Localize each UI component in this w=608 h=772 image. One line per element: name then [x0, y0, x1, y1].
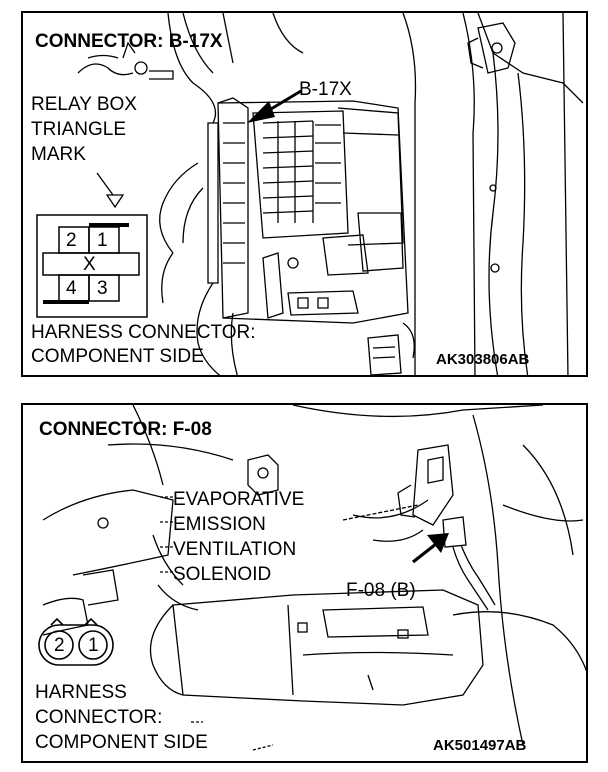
- harness-label-line-2: COMPONENT SIDE: [31, 346, 204, 367]
- relay-box-label-line-3: MARK: [31, 144, 86, 165]
- pin-1-label: 1: [88, 635, 99, 656]
- relay-box-illustration: [36, 13, 584, 375]
- pin-4-label: 4: [66, 278, 77, 299]
- pin-1-label: 1: [97, 230, 108, 251]
- connector-title: CONNECTOR: B-17X: [35, 31, 223, 52]
- pin-x-label: X: [83, 254, 96, 275]
- component-label-line-3: VENTILATION: [173, 539, 297, 560]
- harness-label-line-1: HARNESS: [35, 682, 127, 703]
- component-label-line-2: EMISSION: [173, 514, 266, 535]
- figure-code: AK303806AB: [436, 351, 530, 368]
- connector-b17x-panel: CONNECTOR: B-17X B-17X RELAY BOX TRIANGL…: [21, 11, 588, 377]
- connector-title: CONNECTOR: F-08: [39, 419, 212, 440]
- figure-code: AK501497AB: [433, 737, 527, 754]
- pin-3-label: 3: [97, 278, 108, 299]
- pin-2-label: 2: [66, 230, 77, 251]
- relay-box-label-line-1: RELAY BOX: [31, 94, 137, 115]
- harness-label-line-3: COMPONENT SIDE: [35, 732, 208, 753]
- relay-box-label-line-2: TRIANGLE: [31, 119, 127, 140]
- harness-label-line-2: CONNECTOR:: [35, 707, 163, 728]
- component-label-line-4: SOLENOID: [173, 564, 272, 585]
- component-label-line-1: EVAPORATIVE: [173, 489, 305, 510]
- connector-callout-label: B-17X: [299, 79, 352, 100]
- connector-callout-label: F-08 (B): [346, 580, 416, 601]
- solenoid-illustration: [38, 405, 586, 751]
- harness-label-line-1: HARNESS CONNECTOR:: [31, 322, 256, 343]
- connector-f08-panel: CONNECTOR: F-08 EVAPORATIVE EMISSION VEN…: [21, 403, 588, 763]
- pin-2-label: 2: [54, 635, 65, 656]
